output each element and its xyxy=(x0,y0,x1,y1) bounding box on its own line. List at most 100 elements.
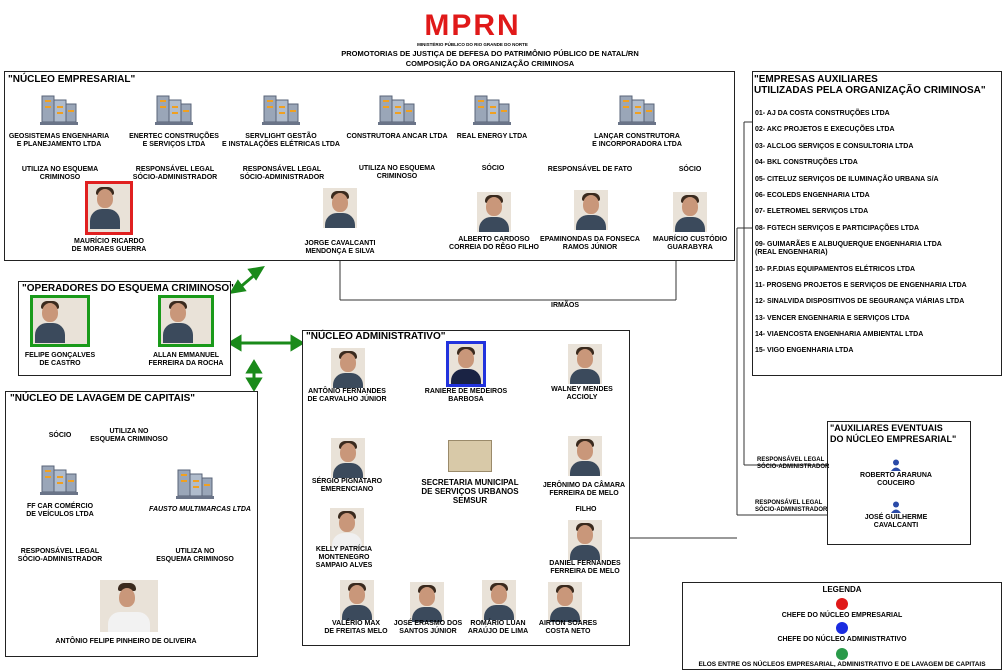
person-name: JOSÉ GUILHERME CAVALCANTI xyxy=(864,514,928,529)
company-label: REAL ENERGY LTDA xyxy=(456,133,528,140)
legend-label: CHEFE DO NÚCLEO ADMINISTRATIVO xyxy=(777,636,907,643)
eventuais-title-2: DO NÚCLEO EMPRESARIAL" xyxy=(830,434,957,444)
aux-company-item: 01- AJ DA COSTA CONSTRUÇÕES LTDA xyxy=(755,110,890,117)
aux-company-item: 12- SINALVIDA DISPOSITIVOS DE SEGURANÇA … xyxy=(755,298,965,306)
auxiliares-title-1: "EMPRESAS AUXILIARES xyxy=(754,74,878,85)
person-name: MAURÍCIO RICARDO DE MORAES GUERRA xyxy=(71,238,147,253)
person-photo xyxy=(340,580,374,620)
operadores-title: "OPERADORES DO ESQUEMA CRIMINOSO" xyxy=(22,283,234,294)
mprn-logo: MPRN MINISTÉRIO PÚBLICO DO RIO GRANDE DO… xyxy=(390,10,555,48)
relation-label: RESPONSÁVEL LEGAL SÓCIO-ADMINISTRADOR xyxy=(755,500,828,513)
header-line1: PROMOTORIAS DE JUSTIÇA DE DEFESA DO PATR… xyxy=(341,49,639,58)
eventuais-box xyxy=(827,421,971,545)
auxiliares-list: 01- AJ DA COSTA CONSTRUÇÕES LTDA 02- AKC… xyxy=(755,110,995,364)
auxiliares-box xyxy=(752,71,1002,376)
aux-company-item: 10- P.F.DIAS EQUIPAMENTOS ELÉTRICOS LTDA xyxy=(755,265,916,273)
aux-company-item: 07- ELETROMEL SERVIÇOS LTDA xyxy=(755,208,869,216)
person-name: DANIEL FERNANDES FERREIRA DE MELO xyxy=(549,560,621,575)
company-building-icon xyxy=(473,92,511,126)
relation-label: SÓCIO xyxy=(48,432,72,440)
logo-subtitle: MINISTÉRIO PÚBLICO DO RIO GRANDE DO NORT… xyxy=(417,42,528,47)
person-photo xyxy=(158,295,214,347)
person-name: WALNEY MENDES ACCIOLY xyxy=(551,386,613,401)
semsur-label: SECRETARIA MUNICIPAL DE SERVIÇOS URBANOS… xyxy=(421,478,519,505)
legend-label: CHEFE DO NÚCLEO EMPRESARIAL xyxy=(781,612,903,619)
legend-dot-green xyxy=(836,648,848,660)
aux-company-item: 05- CITELUZ SERVIÇOS DE ILUMINAÇÃO URBAN… xyxy=(755,175,939,183)
person-name: ALLAN EMMANUEL FERREIRA DA ROCHA xyxy=(148,352,224,367)
person-name: ROBERTO ARARUNA COUCEIRO xyxy=(860,472,932,487)
relation-label: RESPONSÁVEL LEGAL SÓCIO-ADMINISTRADOR xyxy=(132,166,218,182)
person-name: AIRTON SOARES COSTA NETO xyxy=(538,620,598,635)
person-photo xyxy=(482,580,516,620)
person-photo xyxy=(548,582,582,622)
person-name: FELIPE GONÇALVES DE CASTRO xyxy=(24,352,96,367)
company-label: SERVLIGHT GESTÃO E INSTALAÇÕES ELÉTRICAS… xyxy=(222,133,340,148)
relation-label: UTILIZA NO ESQUEMA CRIMINOSO xyxy=(358,165,436,181)
relation-label: RESPONSÁVEL LEGAL SÓCIO-ADMINISTRADOR xyxy=(239,166,325,182)
lavagem-title: "NÚCLEO DE LAVAGEM DE CAPITAIS" xyxy=(10,393,196,404)
aux-company-item: 09- GUIMARÃES E ALBUQUERQUE ENGENHARIA L… xyxy=(755,241,942,257)
nucleo-empresarial-title: "NÚCLEO EMPRESARIAL" xyxy=(8,74,136,85)
legend-dot-blue xyxy=(836,622,848,634)
person-icon xyxy=(890,458,902,471)
eventuais-title-1: "AUXILIARES EVENTUAIS xyxy=(830,423,943,433)
person-name: KELLY PATRÍCIA MONTENEGRO SAMPAIO ALVES xyxy=(315,546,373,569)
filho-label: FILHO xyxy=(575,506,597,514)
person-photo xyxy=(323,188,357,228)
person-photo xyxy=(568,436,602,476)
relation-label: UTILIZA NO ESQUEMA CRIMINOSO xyxy=(156,548,234,564)
auxiliares-title-2: UTILIZADAS PELA ORGANIZAÇÃO CRIMINOSA" xyxy=(754,85,986,96)
person-photo xyxy=(331,438,365,478)
company-label: CONSTRUTORA ANCAR LTDA xyxy=(346,133,448,140)
person-photo xyxy=(568,344,602,384)
aux-company-item: 03- ALCLOG SERVIÇOS E CONSULTORIA LTDA xyxy=(755,142,914,150)
company-label: GEOSISTEMAS ENGENHARIA E PLANEJAMENTO LT… xyxy=(8,133,110,148)
person-photo xyxy=(574,190,608,230)
semsur-building-icon xyxy=(448,440,492,472)
relation-label: RESPONSÁVEL DE FATO xyxy=(547,166,633,174)
legenda-title: LEGENDA xyxy=(822,585,862,594)
legend-dot-red xyxy=(836,598,848,610)
aux-company-item: 06- ECOLEDS ENGENHARIA LTDA xyxy=(755,191,870,199)
person-photo xyxy=(477,192,511,232)
company-building-icon xyxy=(40,462,78,496)
company-label: FF CAR COMÉRCIO DE VEÍCULOS LTDA xyxy=(26,503,94,518)
company-building-icon xyxy=(176,466,214,500)
person-name: RANIERE DE MEDEIROS BARBOSA xyxy=(424,388,508,403)
aux-company-item: 13- VENCER ENGENHARIA E SERVIÇOS LTDA xyxy=(755,314,910,322)
company-building-icon xyxy=(40,92,78,126)
legend-label: ELOS ENTRE OS NÚCLEOS EMPRESARIAL, ADMIN… xyxy=(698,661,986,668)
person-name: ROMÁRIO LUAN ARAÚJO DE LIMA xyxy=(467,620,529,635)
aux-company-item: 04- BKL CONSTRUÇÕES LTDA xyxy=(755,159,858,167)
person-name: EPAMINONDAS DA FONSECA RAMOS JÚNIOR xyxy=(540,236,640,251)
company-building-icon xyxy=(262,92,300,126)
company-label: FAUSTO MULTIMARCAS LTDA xyxy=(149,506,251,513)
person-photo xyxy=(331,348,365,388)
person-name: JORGE CAVALCANTI MENDONÇA E SILVA xyxy=(304,240,376,255)
company-label: LANÇAR CONSTRUTORA E INCORPORADORA LTDA xyxy=(592,133,682,148)
aux-company-item: 08- FGTECH SERVIÇOS E PARTICIPAÇÕES LTDA xyxy=(755,224,920,232)
person-photo xyxy=(30,295,90,347)
person-photo xyxy=(446,341,486,387)
person-name: ALBERTO CARDOSO CORREIA DO RÊGO FILHO xyxy=(449,236,539,251)
person-icon xyxy=(890,500,902,513)
aux-company-item: 14- VIAENCOSTA ENGENHARIA AMBIENTAL LTDA xyxy=(755,331,924,339)
person-name: ANTÔNIO FELIPE PINHEIRO DE OLIVEIRA xyxy=(55,638,197,645)
person-photo xyxy=(85,181,133,235)
aux-company-item: 15- VIGO ENGENHARIA LTDA xyxy=(755,347,854,355)
relation-label: UTILIZA NO ESQUEMA CRIMINOSO xyxy=(21,166,99,182)
person-name: VALÉRIO MAX DE FREITAS MELO xyxy=(324,620,388,635)
person-name: JERÔNIMO DA CÂMARA FERREIRA DE MELO xyxy=(542,482,626,497)
person-photo xyxy=(410,582,444,622)
relation-label: RESPONSÁVEL LEGAL SÓCIO-ADMINISTRADOR xyxy=(17,548,103,564)
header-line2: COMPOSIÇÃO DA ORGANIZAÇÃO CRIMINOSA xyxy=(405,59,575,68)
company-building-icon xyxy=(155,92,193,126)
company-label: ENERTEC CONSTRUÇÕES E SERVIÇOS LTDA xyxy=(129,133,219,148)
person-name: JOSÉ ERASMO DOS SANTOS JÚNIOR xyxy=(393,620,463,635)
relation-label: SÓCIO xyxy=(481,165,505,173)
company-building-icon xyxy=(618,92,656,126)
aux-company-item: 11- PROSENG PROJETOS E SERVIÇOS DE ENGEN… xyxy=(755,281,967,289)
administrativo-title: "NÚCLEO ADMINISTRATIVO" xyxy=(306,331,446,342)
person-photo xyxy=(100,580,158,632)
